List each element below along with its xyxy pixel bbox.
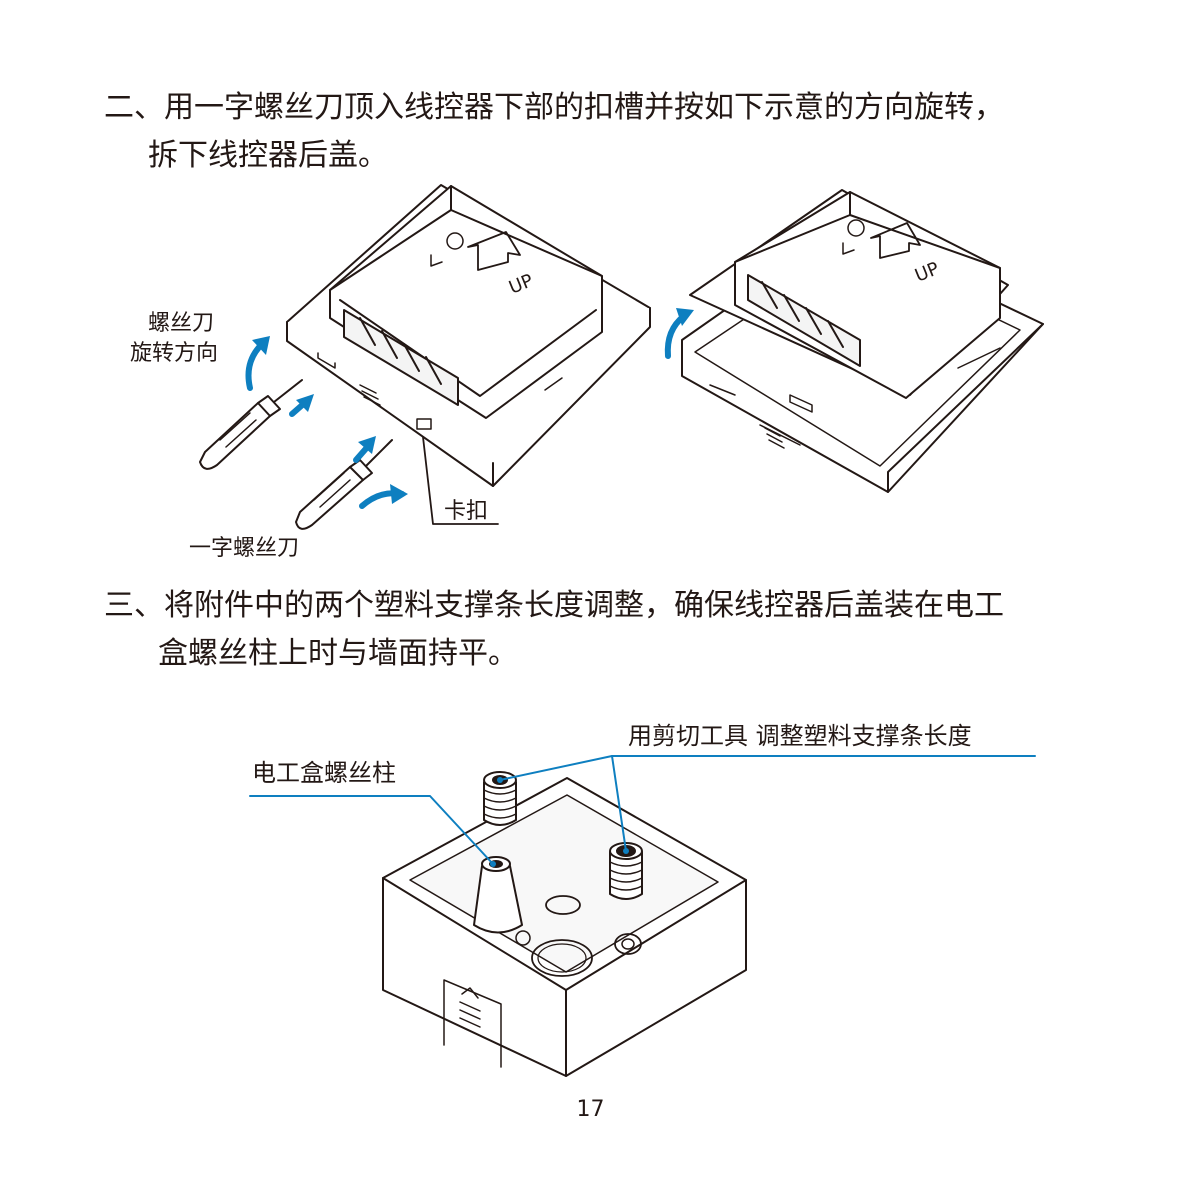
page-number: 17 [576, 1097, 605, 1122]
screwdriver-label: 一字螺丝刀 [189, 536, 300, 561]
step-three-line-2: 盒螺丝柱上时与墙面持平。 [158, 636, 518, 671]
screwdriver-lower-illustration [295, 439, 393, 530]
step-two-line-1: 二、用一字螺丝刀顶入线控器下部的扣槽并按如下示意的方向旋转， [104, 90, 1004, 125]
rotation-label-line-2: 旋转方向 [129, 341, 218, 366]
direction-arrowheads [252, 308, 694, 504]
step-two-instruction: 二、用一字螺丝刀顶入线控器下部的扣槽并按如下示意的方向旋转， 拆下线控器后盖。 [104, 84, 1004, 180]
step-two-line-2: 拆下线控器后盖。 [148, 138, 388, 173]
step-three-instruction: 三、将附件中的两个塑料支撑条长度调整，确保线控器后盖装在电工 盒螺丝柱上时与墙面… [104, 582, 1004, 678]
rotation-label-line-1: 螺丝刀 [147, 311, 214, 336]
fig2-callout-lines [249, 755, 1036, 865]
box-post-label: 电工盒螺丝柱 [252, 759, 396, 787]
controller-left-illustration: UP [286, 184, 651, 487]
controller-right-illustration: UP [681, 189, 1044, 493]
clip-label: 卡扣 [444, 499, 489, 524]
cut-support-label: 用剪切工具 调整塑料支撑条长度 [628, 722, 972, 750]
clip-callout-line [422, 436, 499, 525]
screwdriver-upper-illustration [199, 379, 303, 470]
electrical-box-illustration [382, 771, 747, 1077]
step-three-line-1: 三、将附件中的两个塑料支撑条长度调整，确保线控器后盖装在电工 [104, 588, 1004, 623]
rotation-direction-label: 螺丝刀 旋转方向 [130, 309, 221, 369]
fig2-callout-dots [490, 777, 629, 867]
